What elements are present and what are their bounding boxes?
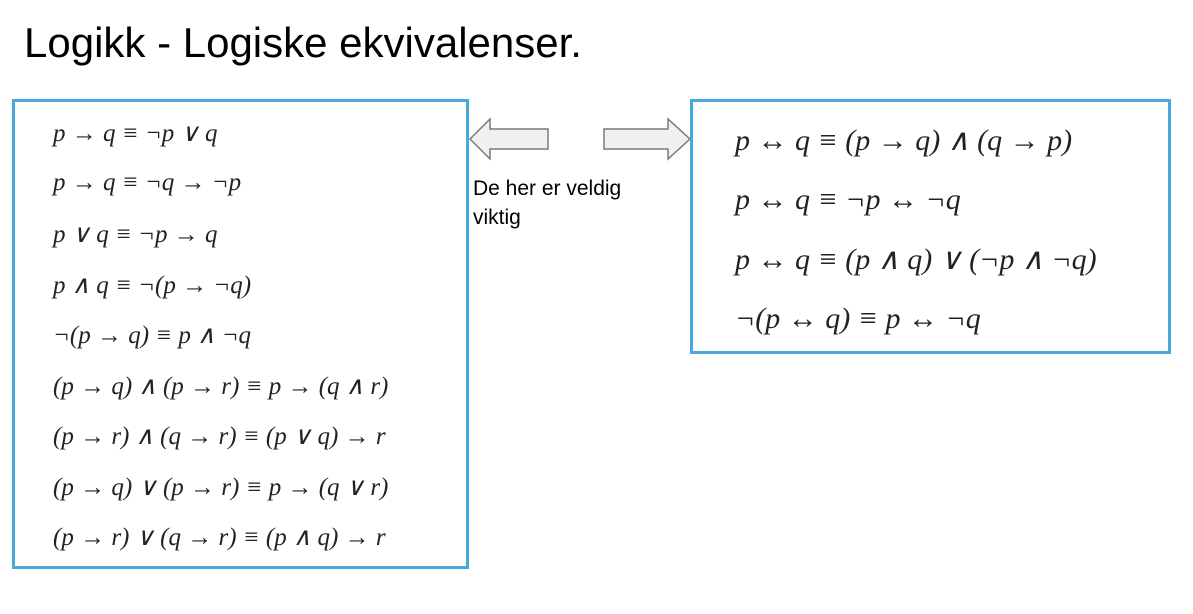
note-text: De her er veldig viktig (473, 174, 673, 232)
equivalence-formula: p ↔ q ≡ ¬p ↔ ¬q (735, 183, 961, 216)
equivalence-formula: p → q ≡ ¬q → ¬p (53, 169, 242, 196)
equivalence-formula: p ↔ q ≡ (p ∧ q) ∨ (¬p ∧ ¬q) (735, 243, 1097, 276)
equivalence-formula: (p → r) ∧ (q → r) ≡ (p ∨ q) → r (53, 423, 386, 450)
right-arrow-icon (603, 117, 692, 161)
equivalence-formula: ¬(p ↔ q) ≡ p ↔ ¬q (735, 302, 981, 335)
equivalence-formula: p ↔ q ≡ (p → q) ∧ (q → p) (735, 124, 1073, 157)
left-equivalence-box: p → q ≡ ¬p ∨ q p → q ≡ ¬q → ¬p p ∨ q ≡ ¬… (12, 99, 469, 569)
note-line: viktig (473, 206, 521, 229)
right-equivalence-box: p ↔ q ≡ (p → q) ∧ (q → p) p ↔ q ≡ ¬p ↔ ¬… (690, 99, 1171, 354)
equivalence-formula: p ∧ q ≡ ¬(p → ¬q) (53, 272, 252, 299)
page-title: Logikk - Logiske ekvivalenser. (24, 19, 582, 66)
equivalence-formula: p → q ≡ ¬p ∨ q (53, 120, 218, 147)
equivalence-formula: (p → r) ∨ (q → r) ≡ (p ∧ q) → r (53, 524, 386, 551)
equivalence-formula: ¬(p → q) ≡ p ∧ ¬q (53, 322, 252, 349)
left-arrow-icon (468, 117, 549, 161)
note-line: De her er veldig (473, 177, 622, 200)
equivalence-formula: (p → q) ∨ (p → r) ≡ p → (q ∨ r) (53, 474, 389, 501)
equivalence-formula: (p → q) ∧ (p → r) ≡ p → (q ∧ r) (53, 373, 389, 400)
equivalence-formula: p ∨ q ≡ ¬p → q (53, 221, 218, 248)
